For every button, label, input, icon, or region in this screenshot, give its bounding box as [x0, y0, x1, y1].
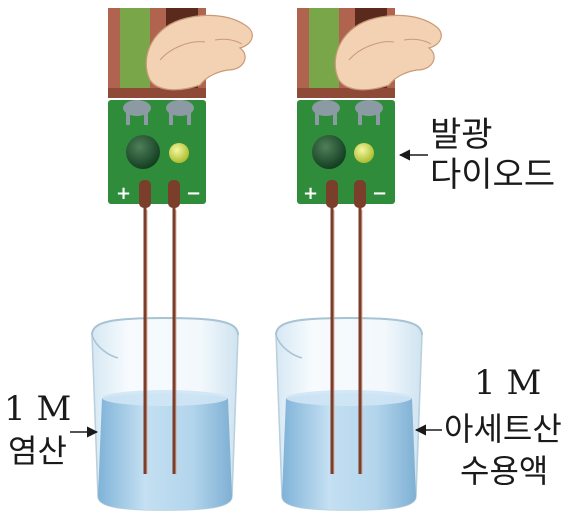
- left-apparatus: + −: [91, 8, 253, 511]
- left-led-dark: [126, 135, 160, 169]
- left-led-board: + −: [108, 100, 206, 208]
- left-plus-sign: +: [116, 183, 131, 204]
- led-label-line2: 다이오드: [430, 155, 555, 195]
- right-finger: [334, 14, 442, 91]
- left-minus-sign: −: [186, 183, 201, 204]
- right-concentration-label: 1 M: [474, 363, 541, 403]
- led-label-line1: 발광: [430, 115, 493, 155]
- right-beaker: [275, 316, 423, 511]
- left-led-lit: [169, 143, 189, 163]
- right-minus-sign: −: [372, 183, 387, 204]
- left-solution-name: 염산: [8, 432, 67, 470]
- right-plus-sign: +: [303, 183, 318, 204]
- right-led-board: + −: [297, 100, 395, 208]
- left-beaker: [91, 316, 239, 511]
- right-led-dark: [312, 135, 346, 169]
- left-solution-label-group: 1 M 염산: [4, 389, 99, 470]
- left-concentration-label: 1 M: [4, 389, 71, 429]
- right-apparatus: + −: [275, 8, 442, 511]
- led-label-group: 발광 다이오드: [398, 115, 555, 195]
- left-electrodes: [143, 206, 177, 474]
- right-electrodes: [330, 206, 363, 474]
- right-solution-name-line3: 수용액: [460, 452, 548, 490]
- right-solution-name-line2: 아세트산: [444, 410, 562, 448]
- left-finger: [145, 14, 253, 91]
- right-led-dim: [354, 143, 374, 163]
- right-solution-label-group: 1 M 아세트산 수용액: [414, 363, 562, 490]
